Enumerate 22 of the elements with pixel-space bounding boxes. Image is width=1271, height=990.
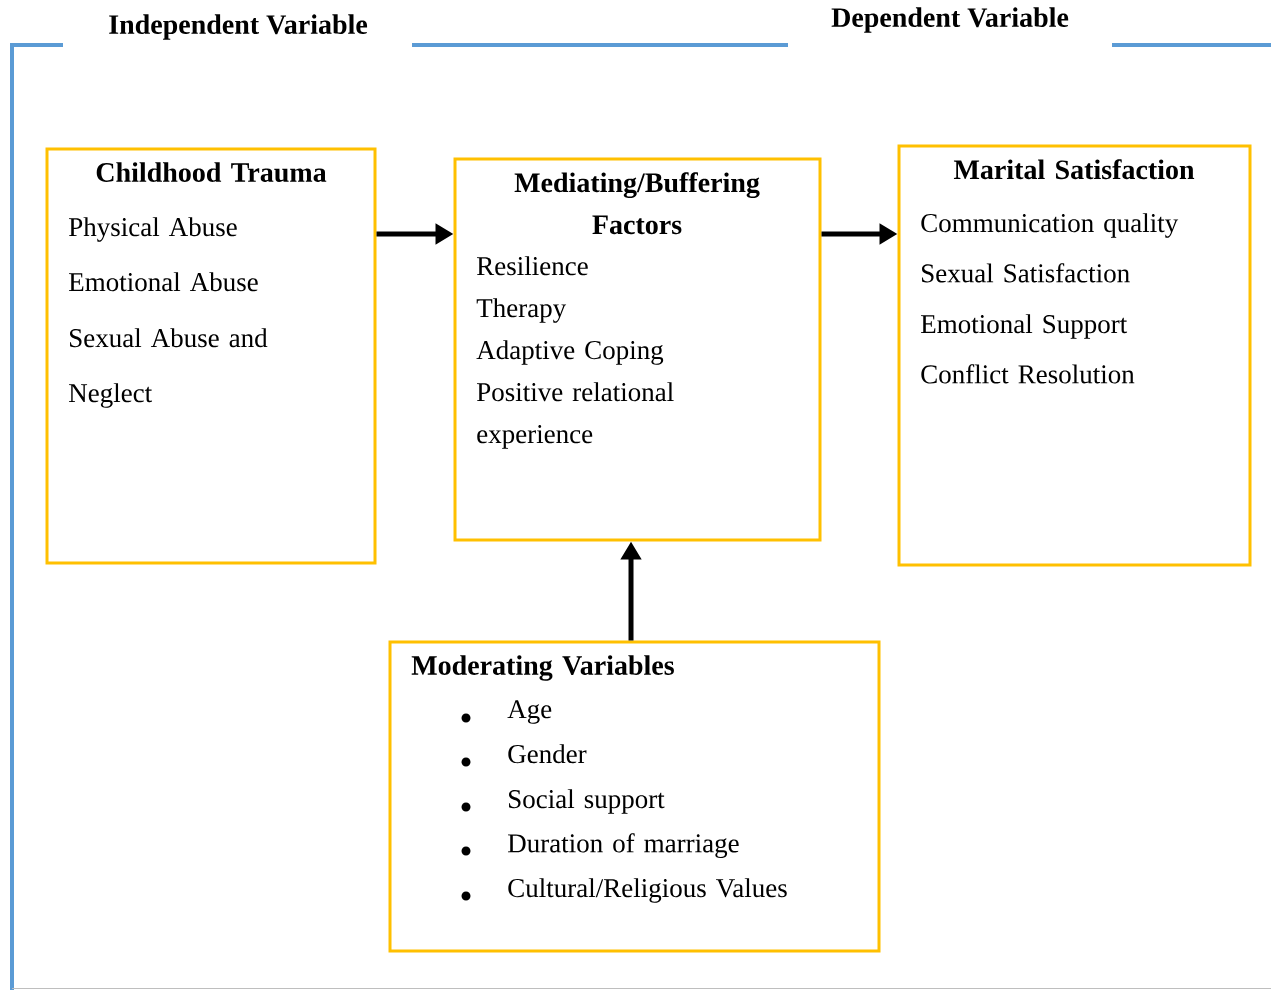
box-heading: Mediating/Buffering Factors [514, 172, 760, 235]
list-item: Sexual Satisfaction [922, 263, 1130, 283]
list-item: Communication quality [921, 213, 1179, 238]
list-item: Sexual Abuse and Neglect [69, 328, 268, 408]
list-item: Resilience [477, 256, 588, 276]
list-item: Age [507, 700, 552, 724]
list-item: Positive relational experience [477, 382, 674, 449]
list-item: Social support [509, 789, 665, 814]
list-item: Adaptive Coping [476, 340, 664, 365]
list-item: Duration of marriage [508, 833, 739, 859]
section-heading: Dependent Variable [831, 7, 1069, 33]
list-item: Emotional Abuse [69, 272, 258, 292]
list-item: Therapy [476, 298, 567, 323]
box-heading: Marital Satisfaction [953, 159, 1195, 180]
list-item: Emotional Support [921, 314, 1128, 339]
list-item: Physical Abuse [69, 217, 237, 242]
section-heading: Independent Variable [109, 14, 368, 40]
list-item: Cultural/Religious Values [508, 878, 787, 903]
list-item: Gender [508, 744, 587, 764]
box-heading: Moderating Variables [411, 655, 674, 681]
box-heading: Childhood Trauma [96, 162, 327, 182]
list-item: Conflict Resolution [921, 364, 1135, 384]
